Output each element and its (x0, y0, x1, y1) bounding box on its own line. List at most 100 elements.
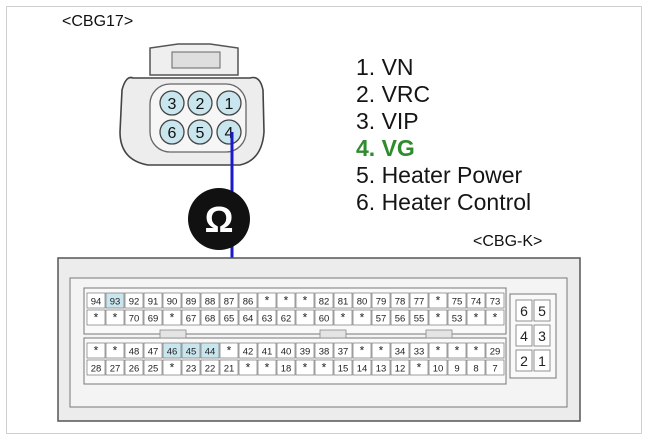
cbgk-pin-cell (390, 309, 410, 326)
cbgk-pin-cell (333, 292, 353, 309)
side-pin-cell (533, 349, 551, 372)
cbgk-pin-label: 33 (414, 347, 425, 358)
side-pin-label: 3 (538, 328, 546, 344)
cbgk-pin-label: * (94, 311, 99, 325)
cbgk-pin-label: * (284, 294, 289, 308)
cbgk-pin-label: * (436, 294, 441, 308)
cbgk-pin-label: 69 (148, 314, 159, 325)
cbgk-pin-label: 89 (186, 297, 197, 308)
cbgk-pin-cell (219, 292, 239, 309)
cbgk-pin-cell (390, 359, 410, 376)
cbgk-pin-label: 74 (471, 297, 482, 308)
cbg17-pin (187, 90, 213, 116)
cbgk-label: <CBG-K> (473, 233, 543, 250)
side-pin-cell (515, 324, 533, 347)
cbgk-pin-cell (447, 292, 467, 309)
cbgk-pin-cell (466, 292, 486, 309)
cbgk-pin-cell (371, 359, 391, 376)
cbgk-pin-cell (143, 292, 163, 309)
cbgk-pin-label: 14 (357, 364, 368, 375)
cbgk-pin-label: * (303, 361, 308, 375)
cbgk-pin-label: * (379, 344, 384, 358)
cbgk-pin-label: 79 (376, 297, 387, 308)
cbgk-pin-label: 45 (186, 347, 197, 358)
ohmmeter-icon: Ω (188, 188, 250, 250)
cbg17-label: <CBG17> (62, 13, 134, 30)
cbgk-pin-cell (238, 342, 258, 359)
cbgk-pin-label: * (227, 344, 232, 358)
cbgk-pin-label: 41 (262, 347, 273, 358)
cbgk-pin-cell (371, 292, 391, 309)
cbgk-pin-label: * (474, 344, 479, 358)
legend-item-highlight: 4. VG (356, 135, 415, 161)
cbgk-pin-cell (181, 309, 201, 326)
cbgk-pin-cell (295, 359, 315, 376)
cbgk-pin-cell (105, 359, 125, 376)
cbgk-pin-label: 15 (338, 364, 349, 375)
cbgk-pin-label: 87 (224, 297, 235, 308)
cbgk-pin-cell (162, 309, 182, 326)
side-pin-cell (533, 324, 551, 347)
cbgk-pin-cell (238, 359, 258, 376)
cbgk-pin-cell (295, 292, 315, 309)
cbgk-pin-cell (257, 359, 277, 376)
cbgk-pin-cell (485, 309, 505, 326)
cbgk-pin-label: 23 (186, 364, 197, 375)
cbgk-pin-label: 21 (224, 364, 235, 375)
cbgk-pin-label: 12 (395, 364, 406, 375)
cbgk-pin-label: 48 (129, 347, 140, 358)
cbgk-pin-label: * (113, 344, 118, 358)
side-pin-label: 1 (538, 353, 546, 369)
cbgk-pin-cell (105, 292, 125, 309)
cbgk-pin-cell (124, 342, 144, 359)
cbgk-pin-label: 8 (473, 364, 478, 375)
cbgk-pin-cell (276, 292, 296, 309)
cbgk-pin-cell (276, 342, 296, 359)
cbgk-pin-label: 86 (243, 297, 254, 308)
cbgk-pin-cell (105, 309, 125, 326)
cbgk-pin-cell (86, 342, 106, 359)
cbgk-pin-cell (162, 292, 182, 309)
cbgk-pin-label: 67 (186, 314, 197, 325)
cbgk-pin-label: 42 (243, 347, 254, 358)
cbgk-pin-cell (124, 309, 144, 326)
cbgk-pin-cell (447, 342, 467, 359)
cbgk-pin-label: 29 (490, 347, 501, 358)
cbgk-pin-label: * (417, 361, 422, 375)
cbgk-pin-cell (200, 342, 220, 359)
cbgk-pin-label: 27 (110, 364, 121, 375)
cbgk-pin-label: 78 (395, 297, 406, 308)
cbgk-pin-label: * (322, 361, 327, 375)
cbgk-pin-cell (124, 292, 144, 309)
cbgk-pin-cell (428, 309, 448, 326)
cbgk-pin-cell (409, 359, 429, 376)
cbgk-pin-cell (181, 359, 201, 376)
cbgk-pin-label: * (246, 361, 251, 375)
cbg17-pin-label: 5 (196, 125, 205, 142)
cbgk-pin-cell (143, 342, 163, 359)
cbgk-pin-cell (314, 359, 334, 376)
cbgk-pin-label: 13 (376, 364, 387, 375)
cbgk-pin-cell (86, 292, 106, 309)
legend-item: 2. VRC (356, 81, 431, 107)
cbgk-pin-label: 55 (414, 314, 425, 325)
cbgk-pin-label: 75 (452, 297, 463, 308)
cbgk-pin-label: 26 (129, 364, 140, 375)
cbgk-pin-label: * (474, 311, 479, 325)
cbgk-pin-label: 28 (91, 364, 102, 375)
cbgk-pin-label: 53 (452, 314, 463, 325)
legend-item: 1. VN (356, 54, 414, 80)
cbgk-pin-label: 82 (319, 297, 330, 308)
cbgk-pin-cell (219, 342, 239, 359)
cbgk-pin-label: 62 (281, 314, 292, 325)
cbgk-pin-label: * (360, 311, 365, 325)
cbgk-pin-cell (295, 342, 315, 359)
ohm-symbol: Ω (205, 199, 234, 240)
cbgk-pin-cell (428, 292, 448, 309)
cbgk-pin-cell (371, 309, 391, 326)
cbgk-pin-cell (200, 359, 220, 376)
cbgk-pin-cell (485, 342, 505, 359)
cbgk-pin-label: 80 (357, 297, 368, 308)
cbgk-pin-cell (485, 292, 505, 309)
cbgk-pin-cell (466, 342, 486, 359)
